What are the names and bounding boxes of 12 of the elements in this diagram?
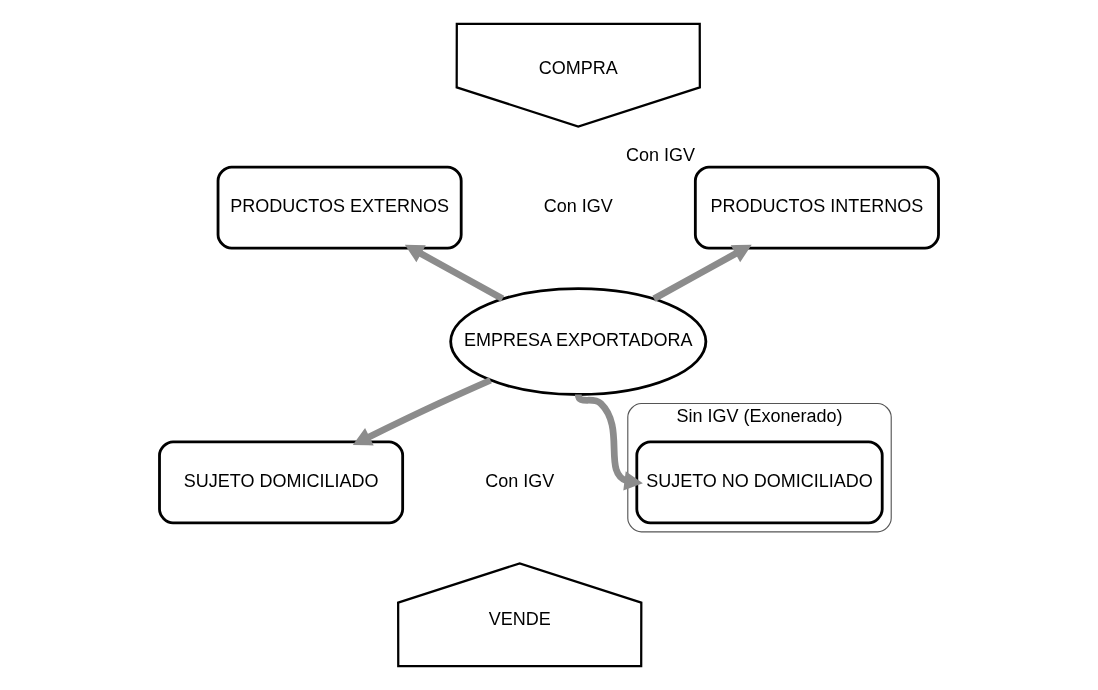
node-label: Con IGV: [625, 145, 695, 166]
arrow: [652, 244, 752, 302]
node-ellipse: EMPRESA EXPORTADORA: [449, 287, 708, 396]
node-box: PRODUCTOS EXTERNOS: [216, 165, 463, 250]
node-box: SUJETO DOMICILIADO: [158, 440, 405, 525]
arrow: [574, 393, 643, 491]
label: Con IGV: [543, 195, 613, 216]
arrow: [352, 377, 492, 446]
label: Con IGV: [485, 470, 555, 491]
node-box: PRODUCTOS INTERNOS: [693, 165, 940, 250]
arrow: [404, 244, 505, 302]
node-box: SUJETO NO DOMICILIADO: [635, 440, 884, 525]
